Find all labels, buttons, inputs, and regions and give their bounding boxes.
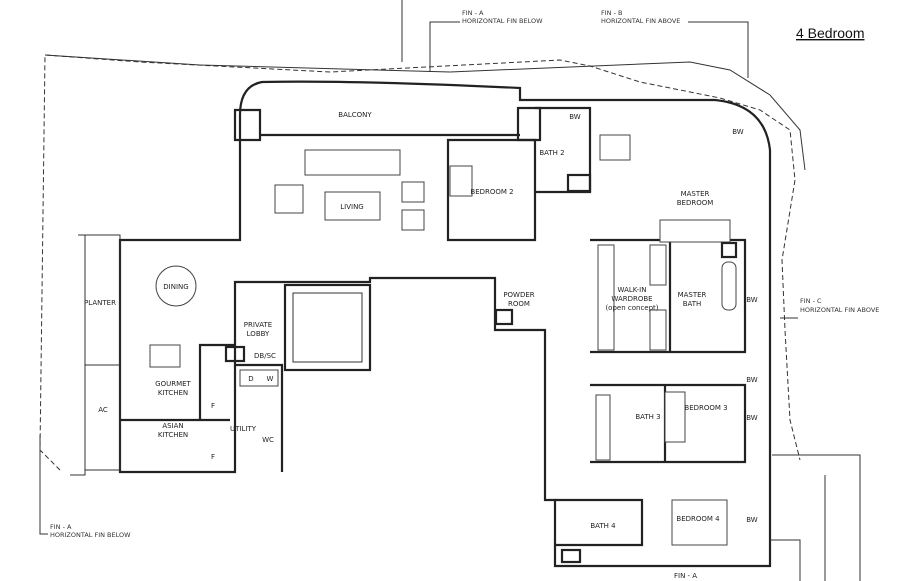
room-label-powder-room: ROOM (508, 300, 530, 308)
fin-a-top-leader (429, 21, 460, 72)
bathtub-master (721, 261, 737, 311)
column (233, 108, 262, 142)
armchair (401, 209, 425, 231)
room-label-utility: UTILITY (230, 425, 257, 433)
room-label-gourmet: GOURMET (155, 380, 191, 388)
room-label-walk-in: WALK-IN (618, 286, 647, 294)
label-bay-window: BW (746, 414, 758, 422)
fin-b-desc: HORIZONTAL FIN ABOVE (601, 17, 680, 25)
room-label-bath-4: BATH 4 (590, 522, 616, 530)
wardrobe (649, 309, 667, 351)
bedroom-2-walls (446, 138, 537, 242)
shaft (224, 345, 246, 363)
room-label-master-bath: BATH (683, 300, 702, 308)
room-label-living: LIVING (340, 203, 363, 211)
utility-walls (235, 363, 284, 472)
room-label-bedroom-3: BEDROOM 3 (684, 404, 727, 412)
master-bed (659, 219, 731, 243)
label-bay-window: BW (746, 516, 758, 524)
bathtub (599, 134, 631, 161)
kitchen-walls (120, 343, 235, 422)
shaft (494, 308, 514, 326)
bed-4 (671, 499, 728, 546)
fin-cut-leader-2 (772, 454, 861, 581)
shaft (560, 548, 582, 564)
label-bay-window: BW (746, 376, 758, 384)
planter-ac-strip (84, 234, 121, 471)
bed-2 (449, 165, 473, 197)
room-label-master-bedroom: BEDROOM (677, 199, 714, 207)
room-label-db-sc: DB/SC (254, 352, 276, 360)
fin-a-top-label: FIN - A (462, 9, 484, 17)
wardrobe (597, 244, 615, 351)
fin-cut-label: FIN - A (674, 572, 697, 580)
room-label-ac: AC (98, 406, 108, 414)
bath-2-walls (535, 106, 592, 194)
fin-b-label: FIN - B (601, 9, 622, 17)
fin-a-top-desc: HORIZONTAL FIN BELOW (462, 17, 543, 25)
exterior-wall (118, 80, 772, 568)
room-label-master-bath-1: MASTER (678, 291, 707, 299)
private-lobby-core (283, 283, 372, 372)
bed-3 (664, 391, 686, 443)
wardrobe (649, 244, 667, 286)
room-label-master: MASTER (681, 190, 710, 198)
coffee-table (324, 191, 381, 221)
lift (292, 292, 363, 363)
label-bay-window: BW (732, 128, 744, 136)
fin-outline (39, 54, 801, 471)
fin-edge (44, 54, 806, 171)
bath-4-walls (555, 498, 644, 547)
label-fridge: F (211, 402, 215, 410)
label-washer: W (267, 375, 274, 383)
armchair (401, 181, 425, 203)
armchair (274, 184, 304, 214)
room-label-asian-kitchen: KITCHEN (158, 431, 188, 439)
column (516, 106, 542, 142)
room-label-gourmet-kitchen: KITCHEN (158, 389, 188, 397)
shaft (720, 241, 738, 259)
bedroom-3-walls (590, 383, 747, 464)
wardrobe (595, 394, 611, 461)
room-label-powder: POWDER (503, 291, 534, 299)
sofa (304, 149, 401, 176)
fin-a-bottom-desc: HORIZONTAL FIN BELOW (50, 531, 131, 539)
shaft (566, 173, 592, 193)
room-label-balcony: BALCONY (338, 111, 372, 119)
island (149, 344, 181, 368)
label-bay-window: BW (569, 113, 581, 121)
fin-b-leader (688, 21, 749, 78)
room-label-lobby: LOBBY (247, 330, 270, 338)
label-dryer: D (248, 375, 253, 383)
room-label-planter: PLANTER (84, 299, 116, 307)
label-bay-window: BW (746, 296, 758, 304)
room-label-private: PRIVATE (244, 321, 272, 329)
label-fridge-2: F (211, 453, 215, 461)
fin-c-label: FIN - C (800, 297, 822, 305)
room-label-bath-3: BATH 3 (635, 413, 660, 421)
room-label-wardrobe: WARDROBE (611, 295, 652, 303)
room-label-asian: ASIAN (162, 422, 183, 430)
planter-edge (70, 234, 86, 476)
fin-a-bottom-label: FIN - A (50, 523, 72, 531)
dining-table (155, 265, 197, 307)
fin-a-bottom-leader (39, 435, 48, 535)
room-label-open-concept: (open concept) (605, 304, 658, 312)
room-label-bedroom-2: BEDROOM 2 (470, 188, 513, 196)
room-label-bedroom-4: BEDROOM 4 (676, 515, 720, 523)
room-label-bath-2: BATH 2 (539, 149, 564, 157)
room-label-wc: WC (262, 436, 274, 444)
washer-dryer (239, 369, 279, 387)
room-label-dining: DINING (163, 283, 188, 291)
plan-title: 4 Bedroom (796, 25, 864, 41)
fin-cut-leader (770, 539, 801, 581)
fin-c-desc: HORIZONTAL FIN ABOVE (800, 306, 879, 314)
